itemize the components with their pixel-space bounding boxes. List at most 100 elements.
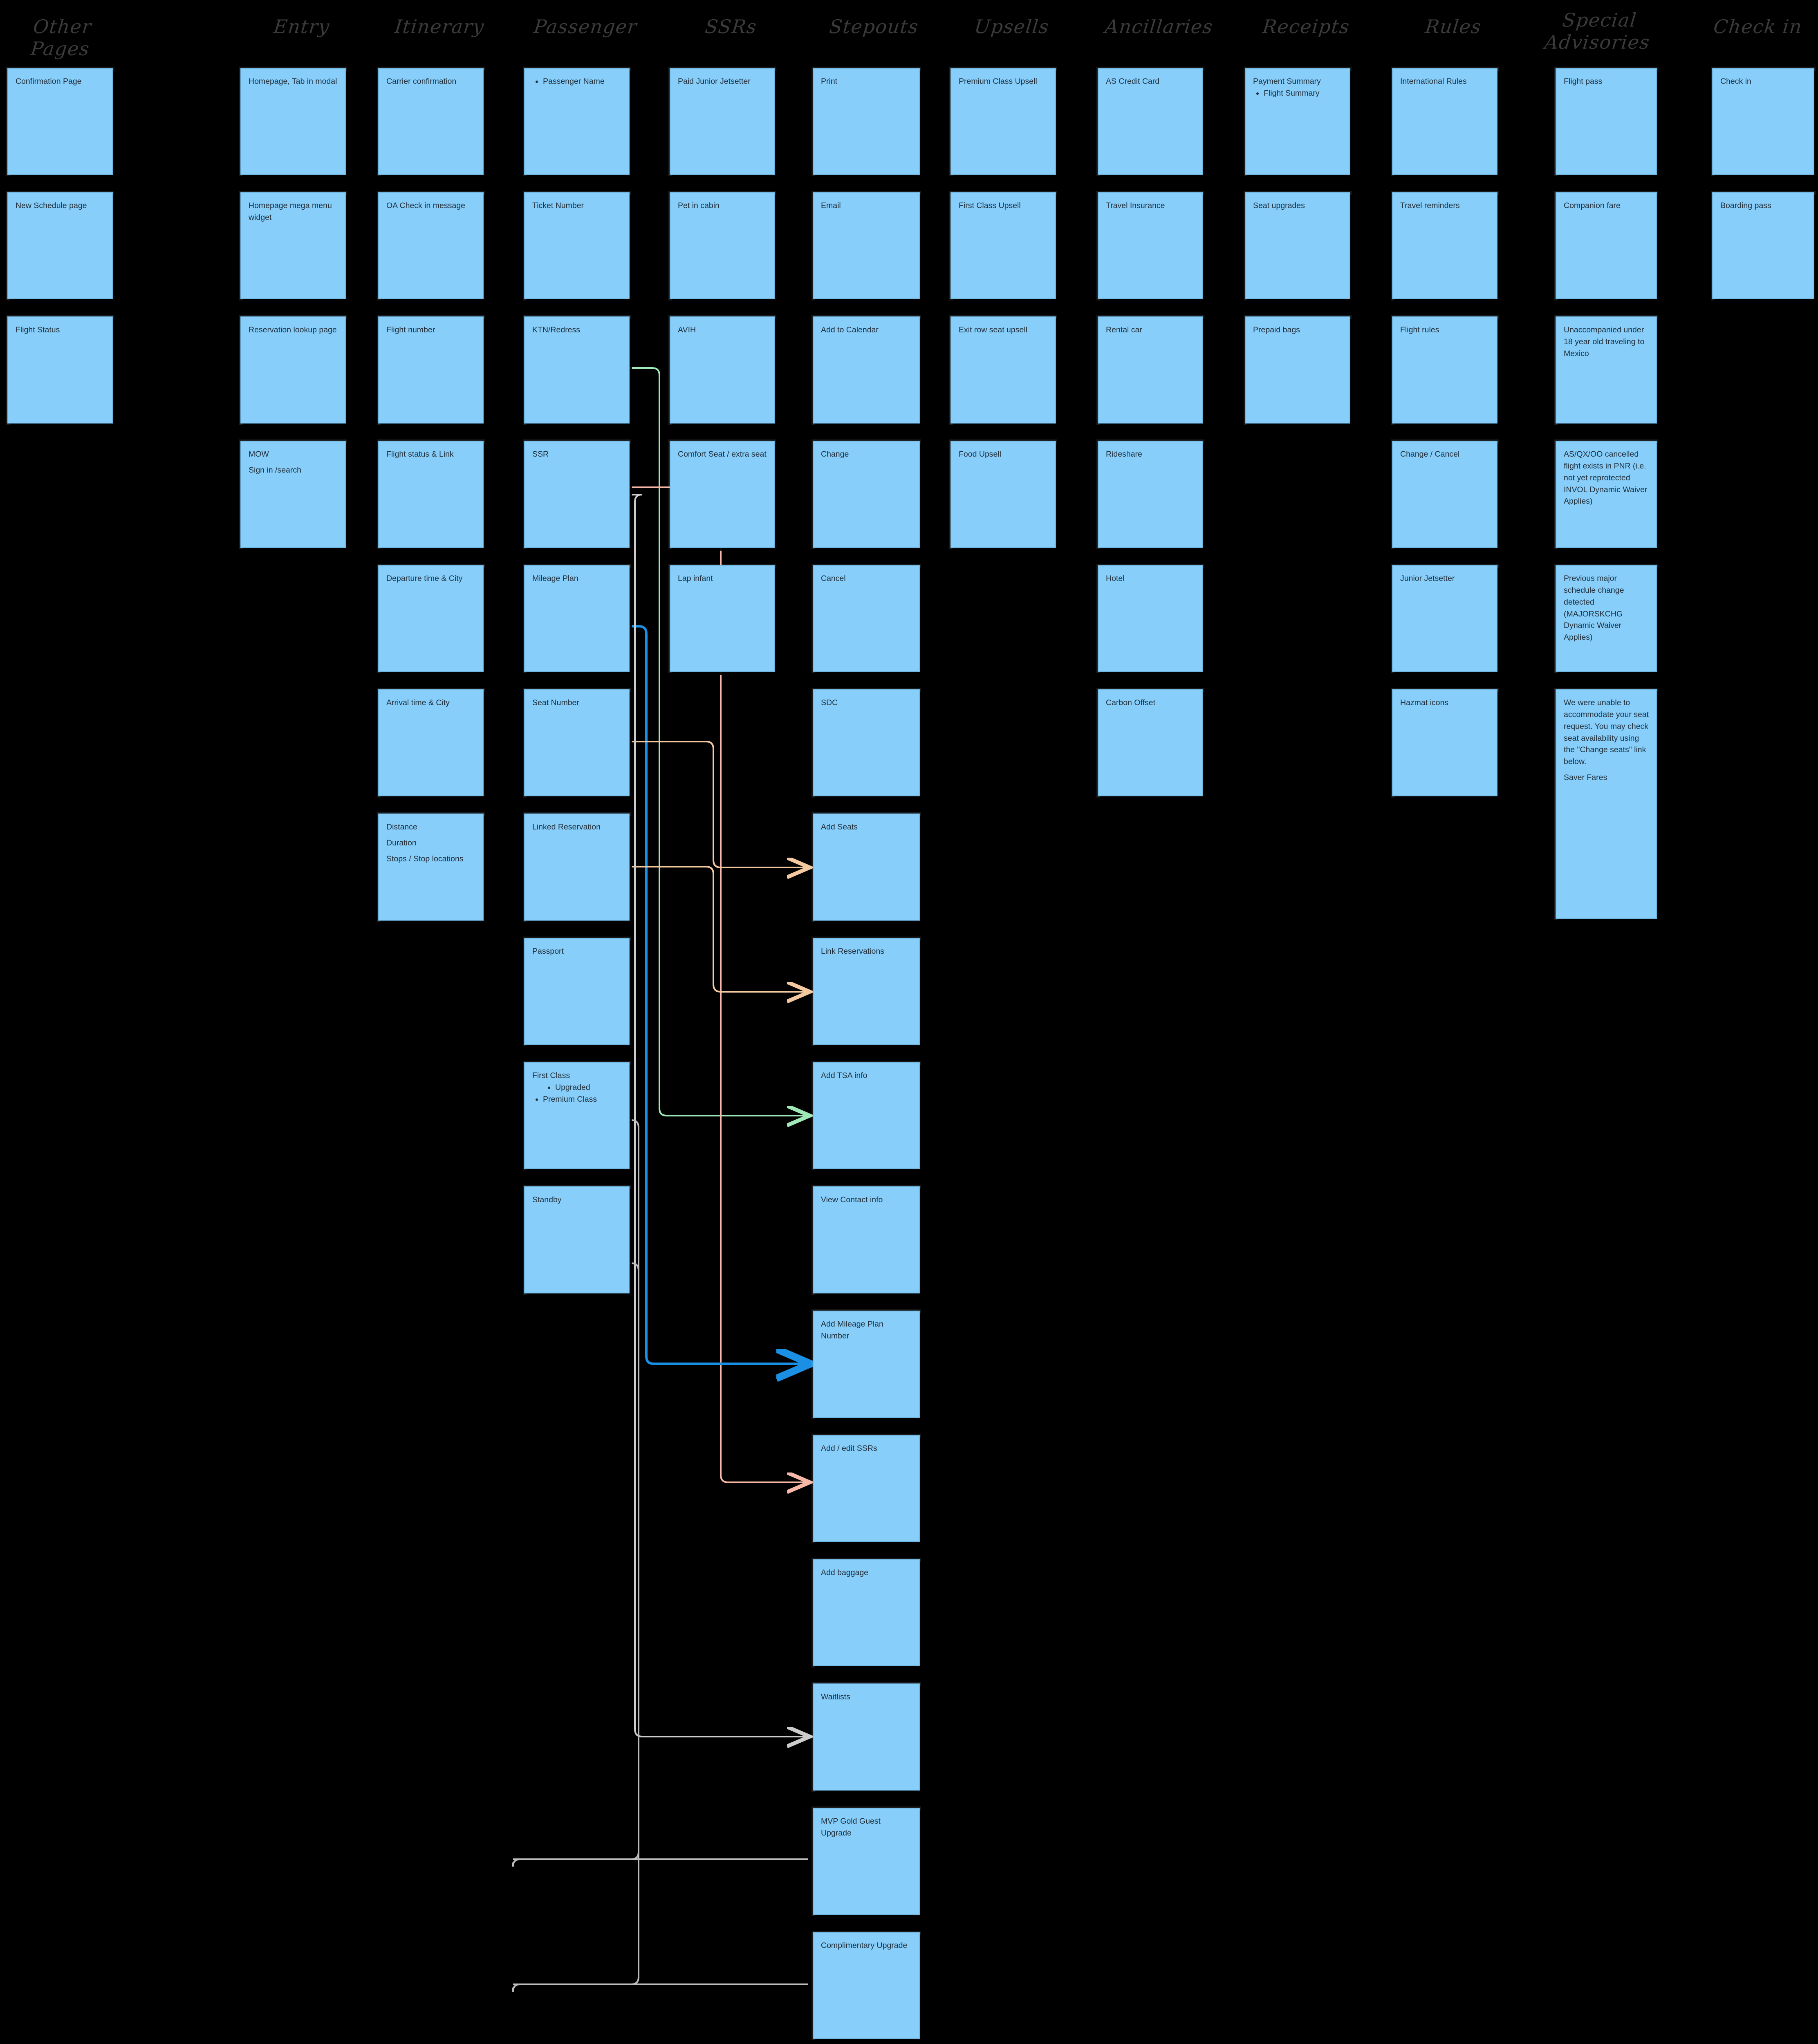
sticky-card-add-edit-ssrs[interactable]: Add / edit SSRs xyxy=(813,1435,920,1542)
card-body: Standby xyxy=(532,1194,623,1206)
column-header-special-advisories: Special Advisories xyxy=(1543,9,1651,54)
column-header-ssrs: SSRs xyxy=(704,16,758,38)
sticky-card-rental-car[interactable]: Rental car xyxy=(1098,316,1203,424)
card-body: SSR xyxy=(532,448,623,460)
card-line: SDC xyxy=(821,698,838,707)
card-bullet-sublist: Upgraded xyxy=(543,1082,623,1094)
card-body: Premium Class Upsell xyxy=(959,76,1049,87)
sticky-card-passenger-name[interactable]: Passenger Name xyxy=(524,68,630,175)
sticky-card-rideshare[interactable]: Rideshare xyxy=(1098,441,1203,548)
sticky-card-arrival-time-city[interactable]: Arrival time & City xyxy=(378,689,484,796)
sticky-card-change[interactable]: Change xyxy=(813,441,920,548)
sticky-card-as-credit-card[interactable]: AS Credit Card xyxy=(1098,68,1203,175)
card-body: Ticket Number xyxy=(532,200,623,212)
sticky-card-cancel[interactable]: Cancel xyxy=(813,565,920,672)
sticky-card-travel-reminders[interactable]: Travel reminders xyxy=(1392,192,1497,299)
sticky-card-junior-jetsetter[interactable]: Junior Jetsetter xyxy=(1392,565,1497,672)
sticky-card-change-cancel[interactable]: Change / Cancel xyxy=(1392,441,1497,548)
sticky-card-we-were-unable-to-accommodate-your-seat-[interactable]: We were unable to accommodate your seat … xyxy=(1556,689,1657,919)
card-body: Arrival time & City xyxy=(386,697,477,709)
connector-mileage-plan-to-add-mileage xyxy=(630,625,808,1364)
card-line: Paid Junior Jetsetter xyxy=(678,77,751,86)
sticky-card-homepage-tab-in-modal[interactable]: Homepage, Tab in modal xyxy=(240,68,346,175)
sticky-card-homepage-mega-menu-widget[interactable]: Homepage mega menu widget xyxy=(240,192,346,299)
sticky-card-pet-in-cabin[interactable]: Pet in cabin xyxy=(670,192,775,299)
sticky-card-new-schedule-page[interactable]: New Schedule page xyxy=(7,192,113,299)
sticky-card-companion-fare[interactable]: Companion fare xyxy=(1556,192,1657,299)
sticky-card-paid-junior-jetsetter[interactable]: Paid Junior Jetsetter xyxy=(670,68,775,175)
sticky-card-complimentary-upgrade[interactable]: Complimentary Upgrade xyxy=(813,1932,920,2039)
card-line: Add to Calendar xyxy=(821,325,879,334)
card-line: Premium Class Upsell xyxy=(959,77,1037,86)
card-body: Flight Status xyxy=(16,324,106,336)
sticky-card-avih[interactable]: AVIH xyxy=(670,316,775,424)
card-line: Flight pass xyxy=(1564,77,1603,86)
card-body: Hazmat icons xyxy=(1400,697,1491,709)
sticky-card-departure-time-city[interactable]: Departure time & City xyxy=(378,565,484,672)
sticky-card-as-qx-oo-cancelled-flight-exists-in-pnr-[interactable]: AS/QX/OO cancelled flight exists in PNR … xyxy=(1556,441,1657,548)
card-line: Exit row seat upsell xyxy=(959,325,1027,334)
sticky-card-view-contact-info[interactable]: View Contact info xyxy=(813,1186,920,1293)
card-body: Add to Calendar xyxy=(821,324,913,336)
card-body: Carrier confirmation xyxy=(386,76,477,87)
sticky-card-previous-major-schedule-change-detected-[interactable]: Previous major schedule change detected … xyxy=(1556,565,1657,672)
sticky-card-add-baggage[interactable]: Add baggage xyxy=(813,1559,920,1666)
sticky-card-flight-number[interactable]: Flight number xyxy=(378,316,484,424)
sticky-card-first-class[interactable]: First ClassUpgradedPremium Class xyxy=(524,1062,630,1169)
card-line: Lap infant xyxy=(678,574,713,583)
sticky-card-lap-infant[interactable]: Lap infant xyxy=(670,565,775,672)
sticky-card-mvp-gold-guest-upgrade[interactable]: MVP Gold Guest Upgrade xyxy=(813,1808,920,1915)
card-body: SDC xyxy=(821,697,913,709)
sticky-card-add-to-calendar[interactable]: Add to Calendar xyxy=(813,316,920,424)
sticky-card-flight-pass[interactable]: Flight pass xyxy=(1556,68,1657,175)
sticky-card-check-in[interactable]: Check in xyxy=(1712,68,1814,175)
sticky-card-international-rules[interactable]: International Rules xyxy=(1392,68,1497,175)
sticky-card-standby[interactable]: Standby xyxy=(524,1186,630,1293)
sticky-card-passport[interactable]: Passport xyxy=(524,938,630,1045)
sticky-card-prepaid-bags[interactable]: Prepaid bags xyxy=(1245,316,1350,424)
sticky-card-link-reservations[interactable]: Link Reservations xyxy=(813,938,920,1045)
sticky-card-print[interactable]: Print xyxy=(813,68,920,175)
sticky-card-payment-summary[interactable]: Payment SummaryFlight Summary xyxy=(1245,68,1350,175)
sticky-card-add-seats[interactable]: Add Seats xyxy=(813,814,920,921)
sticky-card-ktn-redress[interactable]: KTN/Redress xyxy=(524,316,630,424)
card-body: Junior Jetsetter xyxy=(1400,573,1491,585)
sticky-card-mileage-plan[interactable]: Mileage Plan xyxy=(524,565,630,672)
sticky-card-comfort-seat-extra-seat[interactable]: Comfort Seat / extra seat xyxy=(670,441,775,548)
sticky-card-add-mileage-plan-number[interactable]: Add Mileage Plan Number xyxy=(813,1311,920,1418)
sticky-card-ssr[interactable]: SSR xyxy=(524,441,630,548)
sticky-card-first-class-upsell[interactable]: First Class Upsell xyxy=(950,192,1056,299)
column-header-check-in: Check in xyxy=(1712,16,1804,38)
sticky-card-exit-row-seat-upsell[interactable]: Exit row seat upsell xyxy=(950,316,1056,424)
column-header-entry: Entry xyxy=(272,16,331,38)
sticky-card-sdc[interactable]: SDC xyxy=(813,689,920,796)
sticky-card-hazmat-icons[interactable]: Hazmat icons xyxy=(1392,689,1497,796)
sticky-card-waitlists[interactable]: Waitlists xyxy=(813,1683,920,1791)
sticky-card-ticket-number[interactable]: Ticket Number xyxy=(524,192,630,299)
sticky-card-linked-reservation[interactable]: Linked Reservation xyxy=(524,814,630,921)
card-body: Print xyxy=(821,76,913,87)
sticky-card-flight-rules[interactable]: Flight rules xyxy=(1392,316,1497,424)
sticky-card-flight-status-link[interactable]: Flight status & Link xyxy=(378,441,484,548)
sticky-card-food-upsell[interactable]: Food Upsell xyxy=(950,441,1056,548)
card-body: Travel Insurance xyxy=(1106,200,1197,212)
sticky-card-boarding-pass[interactable]: Boarding pass xyxy=(1712,192,1814,299)
sticky-card-seat-number[interactable]: Seat Number xyxy=(524,689,630,796)
sticky-card-flight-status[interactable]: Flight Status xyxy=(7,316,113,424)
sticky-card-add-tsa-info[interactable]: Add TSA info xyxy=(813,1062,920,1169)
sticky-card-premium-class-upsell[interactable]: Premium Class Upsell xyxy=(950,68,1056,175)
card-body: Hotel xyxy=(1106,573,1197,585)
sticky-card-hotel[interactable]: Hotel xyxy=(1098,565,1203,672)
sticky-card-reservation-lookup-page[interactable]: Reservation lookup page xyxy=(240,316,346,424)
sticky-card-carrier-confirmation[interactable]: Carrier confirmation xyxy=(378,68,484,175)
sticky-card-travel-insurance[interactable]: Travel Insurance xyxy=(1098,192,1203,299)
sticky-card-carbon-offset[interactable]: Carbon Offset xyxy=(1098,689,1203,796)
sticky-card-oa-check-in-message[interactable]: OA Check in message xyxy=(378,192,484,299)
sticky-card-seat-upgrades[interactable]: Seat upgrades xyxy=(1245,192,1350,299)
sticky-card-email[interactable]: Email xyxy=(813,192,920,299)
sticky-card-confirmation-page[interactable]: Confirmation Page xyxy=(7,68,113,175)
sticky-card-unaccompanied-under-18-year-old-travelin[interactable]: Unaccompanied under 18 year old travelin… xyxy=(1556,316,1657,424)
